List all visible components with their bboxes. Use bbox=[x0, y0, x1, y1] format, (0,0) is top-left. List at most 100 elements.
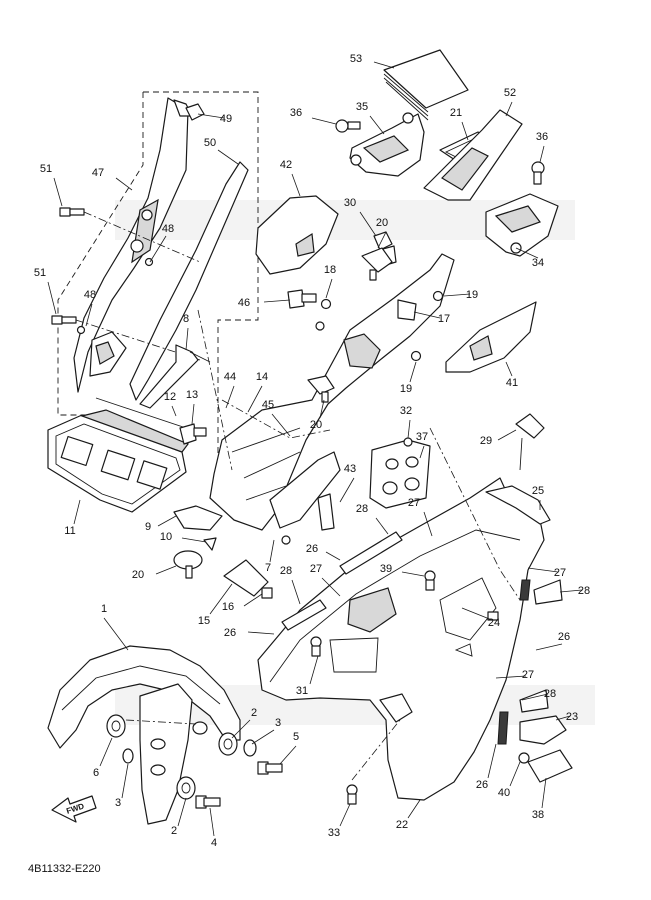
clip-30 bbox=[373, 231, 393, 251]
callout-label: 48 bbox=[162, 223, 174, 235]
leader-line bbox=[209, 583, 233, 615]
cover-42 bbox=[255, 195, 339, 275]
callout-label: 5 bbox=[293, 731, 299, 743]
callout-label: 41 bbox=[506, 377, 518, 389]
leader-line bbox=[443, 293, 471, 297]
leader-line bbox=[497, 429, 517, 441]
leader-line bbox=[495, 675, 527, 679]
callout-label: 1 bbox=[101, 603, 107, 615]
leader-line bbox=[279, 745, 297, 765]
side-cover-group-47 bbox=[57, 91, 259, 478]
leader-line bbox=[99, 737, 113, 767]
bolt-36 bbox=[335, 119, 545, 185]
callout-label: 9 bbox=[145, 521, 151, 533]
leader-line bbox=[419, 445, 425, 459]
leader-line bbox=[505, 361, 513, 377]
clip-20-upper bbox=[307, 247, 393, 403]
callout-label: 36 bbox=[536, 131, 548, 143]
leader-line bbox=[251, 729, 275, 745]
leader-line bbox=[103, 617, 129, 651]
callout-label: 26 bbox=[558, 631, 570, 643]
leader-line bbox=[263, 299, 291, 303]
leader-line bbox=[191, 403, 195, 425]
callout-label: 43 bbox=[344, 463, 356, 475]
cover-41 bbox=[445, 301, 537, 373]
callout-label: 11 bbox=[64, 525, 75, 537]
leader-line bbox=[377, 231, 387, 249]
leader-line bbox=[121, 763, 129, 799]
callout-label: 51 bbox=[40, 163, 52, 175]
bracket-37-32 bbox=[369, 437, 431, 509]
callout-label: 6 bbox=[93, 767, 99, 779]
leader-line bbox=[53, 177, 63, 207]
leader-line bbox=[309, 655, 319, 685]
callout-label: 17 bbox=[438, 313, 450, 325]
leader-line bbox=[423, 511, 433, 537]
callout-label: 28 bbox=[280, 565, 292, 577]
leader-line bbox=[311, 117, 337, 125]
callout-label: 19 bbox=[466, 289, 478, 301]
callout-label: 47 bbox=[92, 167, 104, 179]
bolt-39-33-31 bbox=[310, 570, 436, 805]
leader-line bbox=[509, 761, 521, 787]
callout-label: 2 bbox=[171, 825, 177, 837]
callout-label: 26 bbox=[224, 627, 236, 639]
callout-label: 46 bbox=[238, 297, 250, 309]
callout-label: 3 bbox=[275, 717, 281, 729]
leader-line bbox=[225, 385, 235, 409]
plate-15-16 bbox=[223, 559, 273, 599]
leader-line bbox=[461, 607, 493, 621]
leader-line bbox=[487, 743, 497, 779]
leader-line bbox=[197, 113, 225, 119]
leader-line bbox=[181, 537, 207, 543]
leader-line bbox=[539, 145, 545, 163]
alignment-lines bbox=[125, 309, 521, 781]
leader-line bbox=[461, 121, 469, 141]
callout-label: 32 bbox=[400, 405, 412, 417]
leader-line bbox=[155, 565, 177, 575]
callout-label: 31 bbox=[296, 685, 308, 697]
leader-line bbox=[359, 211, 377, 237]
bracket-8 bbox=[139, 344, 211, 409]
callout-label: 27 bbox=[522, 669, 534, 681]
fwd-arrow: FWD bbox=[51, 795, 97, 823]
leader-line bbox=[319, 399, 325, 419]
callout-label: 34 bbox=[532, 257, 544, 269]
leader-line bbox=[375, 517, 389, 535]
frame-bracket-17 bbox=[209, 245, 455, 545]
callout-label: 27 bbox=[310, 563, 322, 575]
leader-line bbox=[339, 803, 351, 827]
leader-line bbox=[149, 235, 167, 263]
callout-label: 28 bbox=[356, 503, 368, 515]
callout-label: 21 bbox=[450, 107, 462, 119]
leader-line bbox=[555, 715, 571, 721]
washers-2-3 bbox=[106, 714, 257, 800]
fasteners-18-19-46 bbox=[287, 289, 444, 362]
leader-line bbox=[209, 807, 215, 837]
callout-label: 48 bbox=[84, 289, 96, 301]
plate-23-38-40 bbox=[518, 715, 573, 783]
callout-label: 20 bbox=[310, 419, 322, 431]
callout-label: 18 bbox=[324, 264, 336, 276]
callout-label: 51 bbox=[34, 267, 46, 279]
leader-line bbox=[271, 413, 291, 437]
callout-label: 27 bbox=[554, 567, 566, 579]
leader-line bbox=[217, 149, 239, 165]
plate-9-10 bbox=[173, 505, 223, 551]
cover-bracket-43 bbox=[269, 451, 341, 531]
callout-label: 53 bbox=[350, 53, 362, 65]
leader-line bbox=[247, 385, 263, 413]
leader-line bbox=[339, 477, 355, 503]
callout-label: 12 bbox=[164, 391, 176, 403]
callout-label: 2 bbox=[251, 707, 257, 719]
callout-label: 19 bbox=[400, 383, 412, 395]
leader-line bbox=[231, 719, 251, 739]
housing-11 bbox=[47, 397, 197, 513]
leader-line bbox=[243, 593, 263, 607]
leader-line bbox=[413, 311, 441, 319]
leader-line bbox=[291, 579, 301, 605]
screw-12-13 bbox=[179, 423, 207, 445]
bolts-4-5 bbox=[195, 761, 283, 809]
clip-49 bbox=[185, 103, 205, 121]
